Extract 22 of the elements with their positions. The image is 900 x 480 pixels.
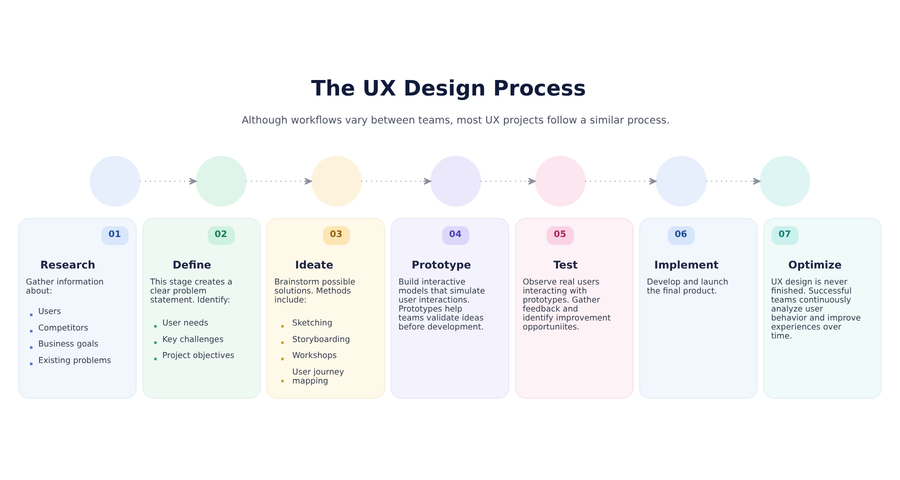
node-circle bbox=[656, 155, 707, 206]
node-box: 02 bbox=[208, 226, 235, 244]
node-box: 01 bbox=[102, 226, 128, 244]
label: Although workflows vary between teams, most UX projects follow a similar process. bbox=[242, 115, 670, 126]
arrow bbox=[706, 177, 760, 184]
arrow bbox=[585, 177, 657, 184]
node-circle bbox=[430, 155, 482, 206]
node-box: 03 bbox=[322, 226, 350, 244]
node-circle bbox=[90, 155, 140, 206]
node-circle bbox=[311, 155, 362, 206]
arrow bbox=[246, 177, 312, 184]
diagram-title: The UX Design Process bbox=[311, 76, 586, 102]
node-circle bbox=[760, 155, 810, 206]
node-box: 07 bbox=[772, 226, 798, 244]
node-box: 05 bbox=[546, 226, 574, 244]
arrow bbox=[361, 177, 432, 184]
node-circle bbox=[196, 155, 247, 206]
node-circle bbox=[534, 155, 586, 206]
arrow bbox=[480, 177, 536, 184]
node-box: 04 bbox=[442, 226, 470, 244]
node-box: 06 bbox=[668, 226, 695, 244]
arrow bbox=[140, 177, 197, 184]
